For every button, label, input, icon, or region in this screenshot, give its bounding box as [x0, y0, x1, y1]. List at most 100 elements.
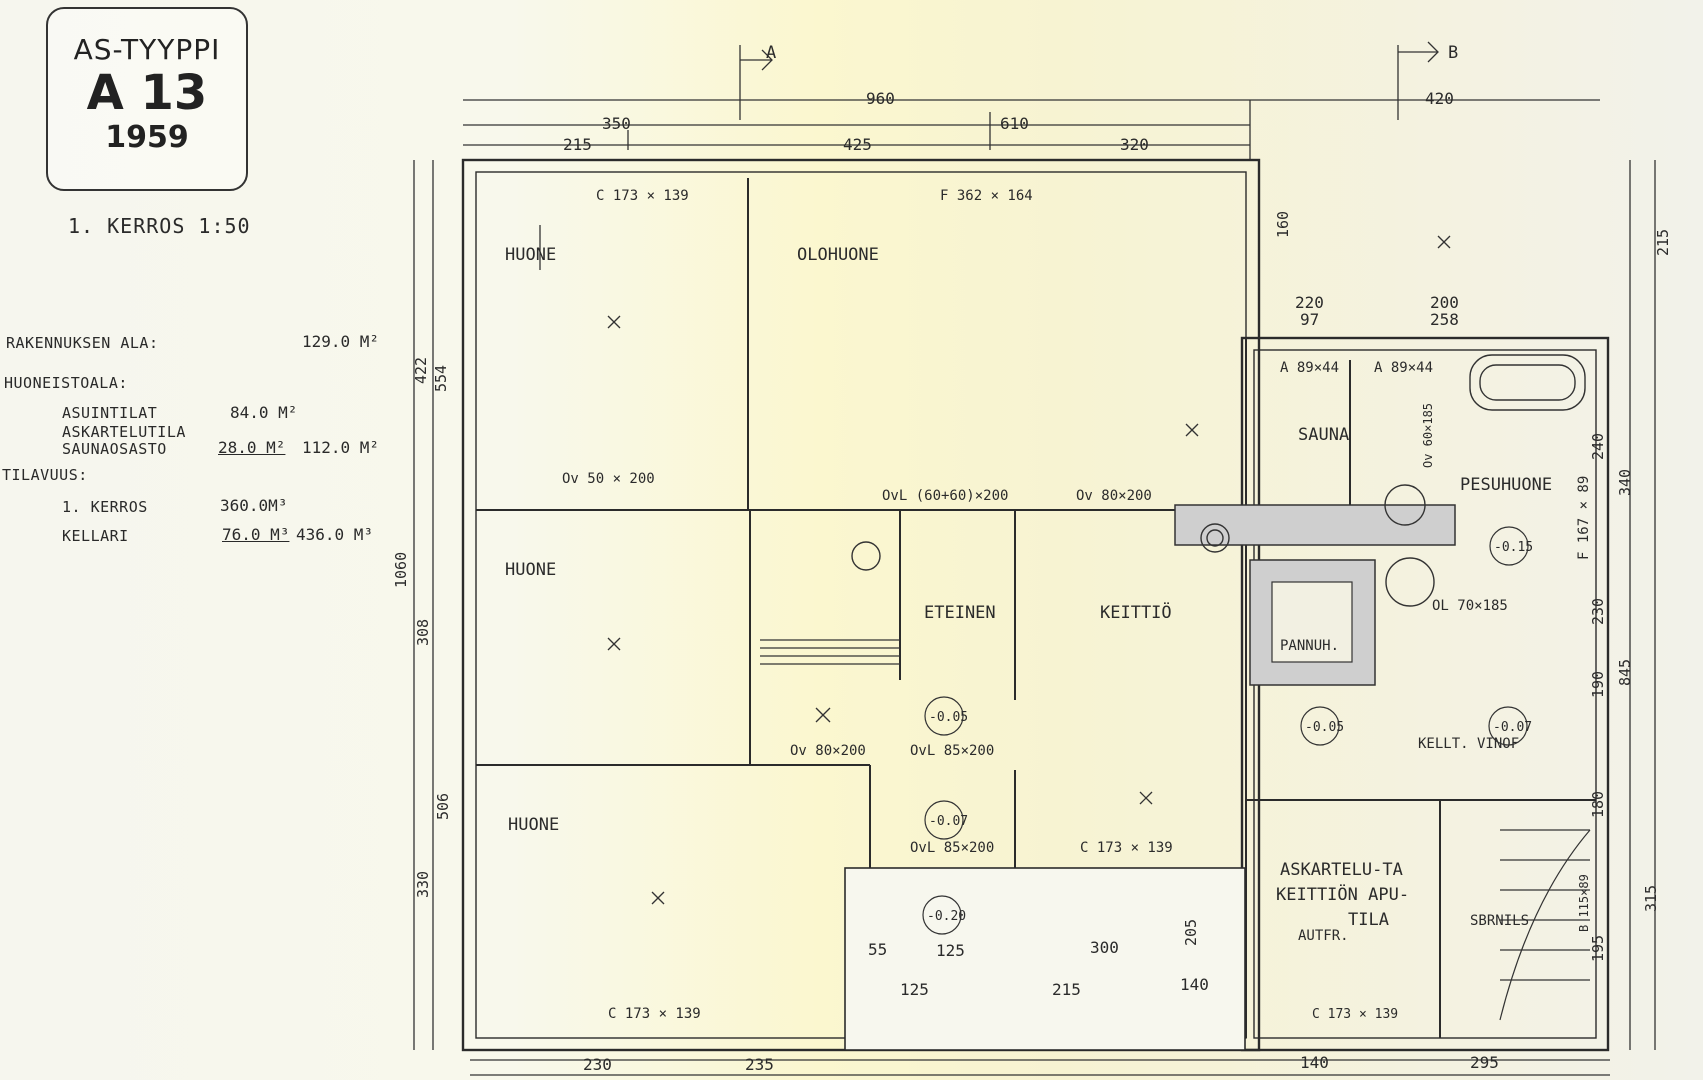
window-f-2: F 167 × 89 — [1576, 476, 1592, 560]
building-area-value: 129.0 M² — [302, 332, 380, 351]
level-marker: -0.05 — [1305, 720, 1344, 735]
door-ol-70x185: OL 70×185 — [1432, 598, 1508, 614]
dim-200: 200 — [1430, 293, 1459, 312]
dim-215-right: 215 — [1654, 229, 1672, 256]
window-c-1: C 173 × 139 — [596, 188, 689, 204]
sauna-value: 28.0 M² — [218, 438, 286, 457]
living-label: ASUINTILAT — [62, 404, 158, 422]
dim-960: 960 — [866, 89, 895, 108]
level-marker: -0.20 — [927, 909, 966, 924]
cellar-value: 76.0 M³ — [222, 525, 290, 544]
dim-422: 422 — [412, 357, 430, 384]
living-value: 84.0 M² — [230, 403, 298, 422]
door-b-115x89: B 115×89 — [1577, 874, 1591, 932]
room-sauna: SAUNA — [1298, 425, 1349, 445]
dim-330: 330 — [414, 871, 432, 898]
type-year: 1959 — [105, 120, 189, 155]
level-marker: -0.07 — [1493, 720, 1532, 735]
level-marker: -0.07 — [929, 814, 968, 829]
dim-125-a: 125 — [936, 941, 965, 960]
window-c-3: C 173 × 139 — [1080, 840, 1173, 856]
room-olohuone: OLOHUONE — [797, 245, 879, 265]
dim-205: 205 — [1182, 919, 1200, 946]
dim-230-bot: 230 — [583, 1055, 612, 1074]
level-marker: -0.15 — [1494, 540, 1533, 555]
dim-425: 425 — [843, 135, 872, 154]
workshop-label: ASKARTELUTILA — [62, 423, 186, 441]
dim-55: 55 — [868, 940, 887, 959]
dim-308: 308 — [414, 619, 432, 646]
dim-230-right: 230 — [1589, 598, 1607, 625]
dim-300: 300 — [1090, 938, 1119, 957]
room-pannuh: PANNUH. — [1280, 638, 1339, 654]
outer-walls — [461, 158, 1610, 1052]
dim-610: 610 — [1000, 114, 1029, 133]
interior-walls — [476, 178, 1596, 1038]
room-kellari-vinof: KELLT. VINOF — [1418, 736, 1519, 752]
floor1-value: 360.0M³ — [220, 496, 288, 515]
floor1-label: 1. KERROS — [62, 498, 148, 516]
dim-1060: 1060 — [392, 552, 410, 588]
room-askartelu: ASKARTELU-TA — [1280, 860, 1403, 880]
dim-97: 97 — [1300, 310, 1319, 329]
apartment-area-label: HUONEISTOALA: — [4, 374, 128, 392]
room-keittion-apu: KEITTIÖN APU- — [1276, 883, 1409, 905]
door-ovl-85x200-a: OvL 85×200 — [910, 743, 994, 759]
door-ov-80x200-b: Ov 80×200 — [790, 743, 866, 759]
type-label: AS-TYYPPI — [73, 33, 221, 66]
dim-350: 350 — [602, 114, 631, 133]
dim-215-top: 215 — [563, 135, 592, 154]
room-pesuhuone: PESUHUONE — [1460, 475, 1552, 495]
window-a-1: A 89×44 — [1280, 360, 1339, 376]
title-block: AS-TYYPPI A 13 1959 — [46, 7, 248, 191]
room-huone-3: HUONE — [508, 815, 559, 835]
cellar-label: KELLARI — [62, 527, 129, 545]
type-code: A 13 — [86, 65, 208, 121]
dim-160: 160 — [1274, 211, 1292, 238]
dimension-lines — [413, 41, 1656, 1076]
floor-label: 1. KERROS 1:50 — [68, 214, 251, 238]
chimney-block — [1174, 504, 1456, 686]
room-sbrnils: SBRNILS — [1470, 913, 1529, 929]
dim-140-in: 140 — [1180, 975, 1209, 994]
section-mark-a: A — [766, 43, 776, 63]
building-area-label: RAKENNUKSEN ALA: — [6, 334, 159, 352]
stairs — [760, 639, 1591, 1021]
volume-label: TILAVUUS: — [2, 466, 88, 484]
dim-295-bot: 295 — [1470, 1053, 1499, 1072]
dim-845: 845 — [1616, 659, 1634, 686]
room-eteinen: ETEINEN — [924, 603, 996, 623]
fixtures — [851, 354, 1586, 607]
sauna-label: SAUNAOSASTO — [62, 440, 167, 458]
dim-195: 195 — [1589, 935, 1607, 962]
dim-340: 340 — [1616, 469, 1634, 496]
dim-258: 258 — [1430, 310, 1459, 329]
window-c-2: C 173 × 139 — [608, 1006, 701, 1022]
dim-215-in: 215 — [1052, 980, 1081, 999]
room-autfr: AUTFR. — [1298, 928, 1349, 944]
door-ov-60x185: Ov 60×185 — [1421, 403, 1435, 468]
window-a-2: A 89×44 — [1374, 360, 1433, 376]
room-huone-1: HUONE — [505, 245, 556, 265]
dim-506: 506 — [434, 793, 452, 820]
room-tila: TILA — [1348, 910, 1389, 930]
window-f-1: F 362 × 164 — [940, 188, 1033, 204]
door-ovl-window: OvL (60+60)×200 — [882, 488, 1008, 504]
floor-levels: -0.05 -0.07 -0.05 -0.07 -0.15 -0.20 — [922, 526, 1533, 935]
door-ov-50x200: Ov 50 × 200 — [562, 471, 655, 487]
level-marker: -0.05 — [929, 710, 968, 725]
dim-240: 240 — [1589, 433, 1607, 460]
door-ov-80x200-a: Ov 80×200 — [1076, 488, 1152, 504]
window-c-4: C 173 × 139 — [1312, 1007, 1398, 1022]
room-keittio: KEITTIÖ — [1100, 601, 1172, 623]
dim-420: 420 — [1425, 89, 1454, 108]
dim-180: 180 — [1589, 791, 1607, 818]
dim-220: 220 — [1295, 293, 1324, 312]
apartment-total: 112.0 M² — [302, 438, 380, 457]
room-huone-2: HUONE — [505, 560, 556, 580]
dim-125-b: 125 — [900, 980, 929, 999]
section-mark-b: B — [1448, 43, 1458, 63]
dim-315: 315 — [1642, 885, 1660, 912]
door-ovl-85x200-b: OvL 85×200 — [910, 840, 994, 856]
